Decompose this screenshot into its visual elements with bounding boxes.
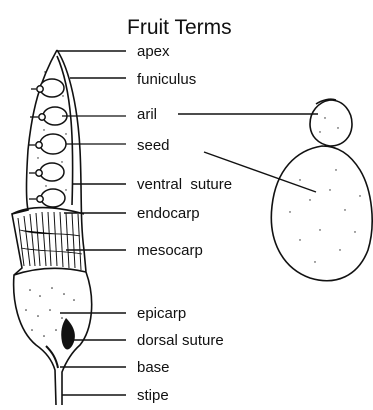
- aril-small-3: [36, 142, 42, 148]
- label-funiculus: funiculus: [137, 71, 196, 88]
- diagram-title: Fruit Terms: [127, 16, 232, 39]
- label-seed: seed: [137, 137, 170, 154]
- label-ventral-suture: ventral suture: [137, 176, 232, 193]
- aril-small-1: [37, 86, 43, 92]
- mesocarp-hatching: [18, 212, 82, 270]
- aril-small-2: [39, 114, 45, 120]
- epicarp-top-edge: [14, 268, 86, 275]
- label-mesocarp: mesocarp: [137, 242, 203, 259]
- label-dorsal-suture: dorsal suture: [137, 332, 224, 349]
- pod-outline-right: [57, 50, 92, 405]
- label-base: base: [137, 359, 170, 376]
- label-stipe: stipe: [137, 387, 169, 404]
- label-epicarp: epicarp: [137, 305, 186, 322]
- seed-body: [271, 146, 372, 281]
- pod-seeds: [36, 79, 67, 207]
- dorsal-suture-shade: [61, 318, 75, 349]
- aril-small-5: [37, 196, 43, 202]
- seed-3: [40, 134, 66, 154]
- seed-drawing: [271, 99, 372, 280]
- label-apex: apex: [137, 43, 170, 60]
- aril-small-4: [36, 170, 42, 176]
- label-aril: aril: [137, 106, 157, 123]
- aril-shape: [310, 100, 352, 146]
- label-endocarp: endocarp: [137, 205, 200, 222]
- seed-4: [40, 163, 64, 181]
- seed-5: [41, 189, 65, 207]
